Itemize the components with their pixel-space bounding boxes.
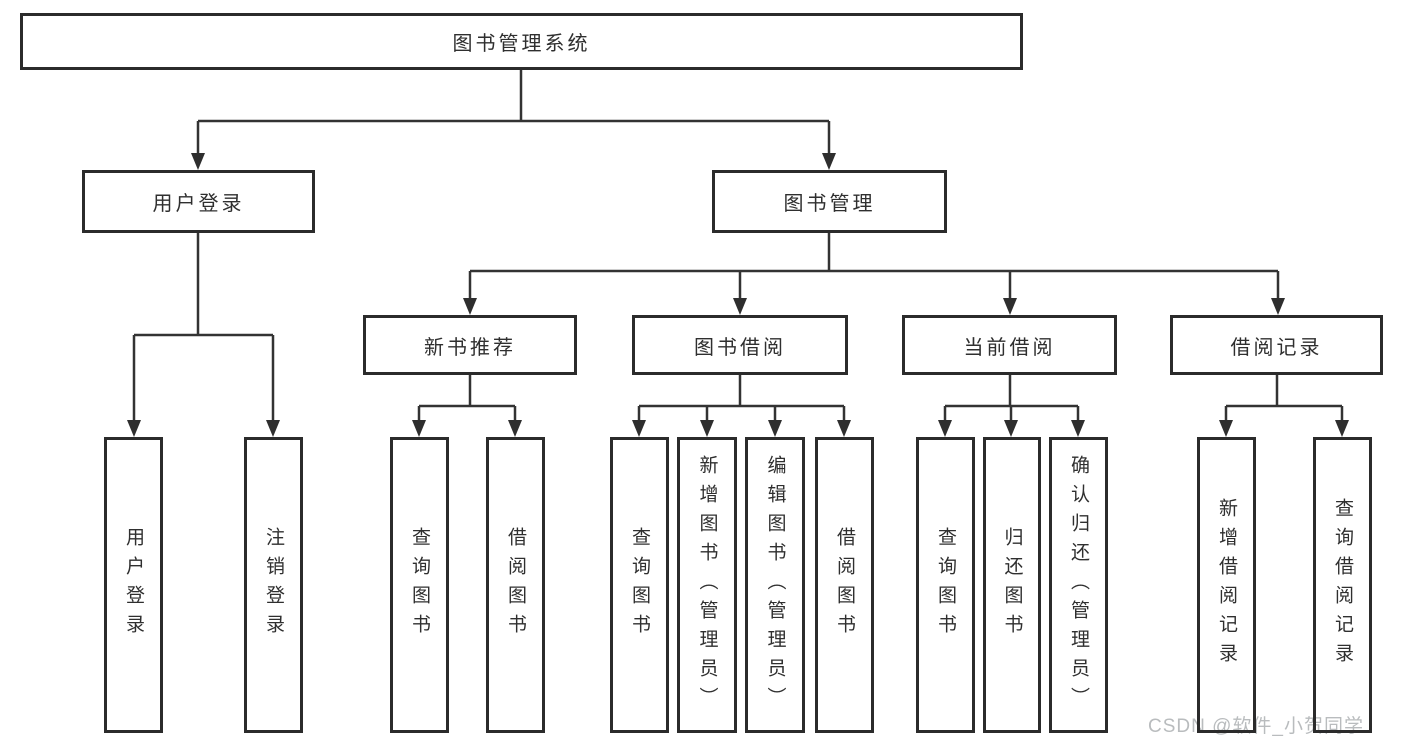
leaf-records-add-record: 新增借阅记录	[1197, 437, 1256, 733]
node-label: 借阅记录	[1230, 336, 1323, 359]
leaf-recommend-query-books: 查询图书	[390, 437, 449, 733]
arrow-down-icon	[768, 420, 782, 437]
leaf-borrowing-borrow-books: 借阅图书	[815, 437, 874, 733]
arrow-down-icon	[1219, 420, 1233, 437]
node-current-borrowing: 当前借阅	[902, 315, 1117, 375]
node-label: 编辑图书（管理员）	[764, 454, 786, 716]
node-label: 新增图书（管理员）	[696, 454, 718, 716]
leaf-current-return-books: 归还图书	[983, 437, 1041, 733]
arrow-down-icon	[1003, 298, 1017, 315]
leaf-current-confirm-return-admin: 确认归还（管理员）	[1049, 437, 1108, 733]
node-label: 图书管理	[783, 193, 876, 215]
arrow-down-icon	[1004, 420, 1018, 437]
edge-current-borrow-to-leaves	[943, 375, 1080, 423]
leaf-user-login: 用户登录	[104, 437, 163, 733]
node-label: 借阅图书	[505, 527, 526, 643]
arrow-down-icon	[822, 153, 836, 170]
node-book-management: 图书管理	[712, 170, 947, 233]
arrow-down-icon	[508, 420, 522, 437]
node-label: 当前借阅	[963, 336, 1056, 359]
arrow-down-icon	[266, 420, 280, 437]
arrow-down-icon	[938, 420, 952, 437]
node-label: 新增借阅记录	[1216, 498, 1237, 672]
node-library-system: 图书管理系统	[20, 13, 1023, 70]
node-label: 图书借阅	[694, 336, 786, 359]
arrow-down-icon	[463, 298, 477, 315]
edge-book-mgmt-to-level3	[468, 233, 1280, 301]
node-label: 查询图书	[935, 527, 956, 643]
leaf-records-query-record: 查询借阅记录	[1313, 437, 1372, 733]
arrow-down-icon	[837, 420, 851, 437]
leaf-logout: 注销登录	[244, 437, 303, 733]
node-label: 用户登录	[152, 193, 245, 215]
leaf-recommend-borrow-books: 借阅图书	[486, 437, 545, 733]
edge-borrow-record-to-leaves	[1224, 375, 1344, 423]
node-new-book-recommend: 新书推荐	[363, 315, 577, 375]
node-label: 注销登录	[263, 527, 284, 643]
arrow-down-icon	[1271, 298, 1285, 315]
arrow-down-icon	[127, 420, 141, 437]
edge-book-borrow-to-leaves	[637, 375, 846, 423]
arrow-down-icon	[700, 420, 714, 437]
node-borrowing-records: 借阅记录	[1170, 315, 1383, 375]
edge-new-book-to-leaves	[417, 375, 517, 423]
node-label: 查询图书	[409, 527, 430, 643]
arrow-down-icon	[733, 298, 747, 315]
arrow-down-icon	[412, 420, 426, 437]
leaf-current-query-books: 查询图书	[916, 437, 975, 733]
node-label: 查询图书	[629, 527, 650, 643]
arrow-down-icon	[632, 420, 646, 437]
arrow-down-icon	[1335, 420, 1349, 437]
arrow-down-icon	[1071, 420, 1085, 437]
node-label: 确认归还（管理员）	[1068, 454, 1089, 716]
arrow-down-icon	[191, 153, 205, 170]
node-label: 图书管理系统	[452, 33, 591, 55]
node-label: 归还图书	[1001, 527, 1023, 643]
leaf-borrowing-query-books: 查询图书	[610, 437, 669, 733]
node-label: 新书推荐	[424, 336, 516, 359]
node-label: 借阅图书	[834, 527, 855, 643]
edge-user-login-to-leaves	[132, 233, 275, 423]
node-user-login: 用户登录	[82, 170, 315, 233]
node-label: 查询借阅记录	[1332, 498, 1353, 672]
edge-root-to-level2	[196, 70, 831, 156]
node-label: 用户登录	[123, 527, 144, 643]
leaf-borrowing-edit-books-admin: 编辑图书（管理员）	[745, 437, 805, 733]
leaf-borrowing-add-books-admin: 新增图书（管理员）	[677, 437, 737, 733]
node-book-borrowing: 图书借阅	[632, 315, 848, 375]
